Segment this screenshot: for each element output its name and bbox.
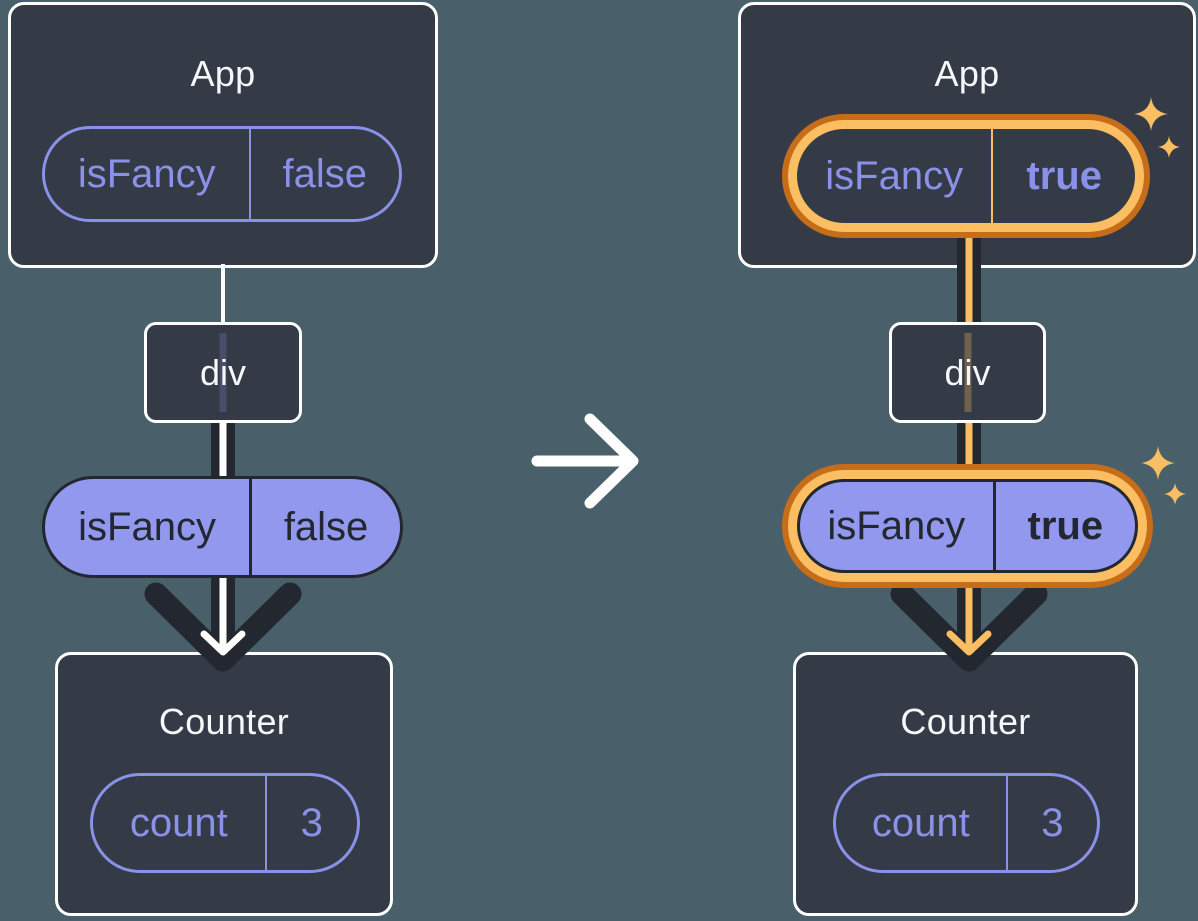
div-node-after: div bbox=[889, 322, 1046, 423]
counter-card-before: Counter count 3 bbox=[55, 652, 393, 916]
arrow-right-icon bbox=[531, 413, 639, 509]
state-pill: count 3 bbox=[833, 773, 1100, 873]
app-state-pill-before: isFancy false bbox=[42, 126, 402, 222]
state-name: count bbox=[129, 801, 228, 845]
app-state-pill-after-highlight: isFancy true bbox=[782, 114, 1150, 238]
prop-value: true bbox=[992, 482, 1135, 570]
app-state-pill-after: isFancy true bbox=[797, 129, 1135, 223]
prop-name: isFancy bbox=[827, 504, 966, 548]
highlighted-arrowhead bbox=[946, 630, 992, 656]
div-node-before: div bbox=[144, 322, 302, 423]
edge-arrowhead bbox=[200, 630, 246, 656]
passed-prop-pill-after-highlight: isFancy true bbox=[782, 464, 1153, 588]
passed-prop-pill-before: isFancy false bbox=[42, 476, 403, 578]
prop-flow-arrowhead bbox=[144, 582, 302, 672]
component-title: Counter bbox=[158, 701, 290, 742]
component-title: App bbox=[934, 53, 1000, 94]
prop-value: false bbox=[248, 129, 399, 219]
component-title: Counter bbox=[900, 701, 1031, 742]
pass-through-line bbox=[964, 333, 971, 412]
prop-name: isFancy bbox=[825, 154, 964, 198]
state-value: 3 bbox=[1005, 776, 1097, 870]
highlight-ring: isFancy true bbox=[788, 470, 1147, 582]
state-name: count bbox=[871, 801, 970, 845]
prop-flow-arrowhead bbox=[890, 582, 1048, 672]
prop-value: true bbox=[991, 129, 1135, 223]
prop-name: isFancy bbox=[78, 505, 216, 549]
div-label: div bbox=[199, 351, 247, 393]
state-value: 3 bbox=[264, 776, 357, 870]
div-label: div bbox=[944, 351, 991, 393]
component-title: App bbox=[190, 53, 256, 94]
prop-name: isFancy bbox=[77, 152, 216, 196]
sparkles-icon bbox=[1141, 446, 1186, 505]
pass-through-line bbox=[219, 333, 227, 412]
counter-card-after: Counter count 3 bbox=[793, 652, 1138, 916]
passed-prop-pill-after: isFancy true bbox=[797, 479, 1138, 573]
prop-value: false bbox=[249, 479, 400, 575]
state-pill: count 3 bbox=[90, 773, 360, 873]
highlight-ring: isFancy true bbox=[788, 120, 1144, 232]
